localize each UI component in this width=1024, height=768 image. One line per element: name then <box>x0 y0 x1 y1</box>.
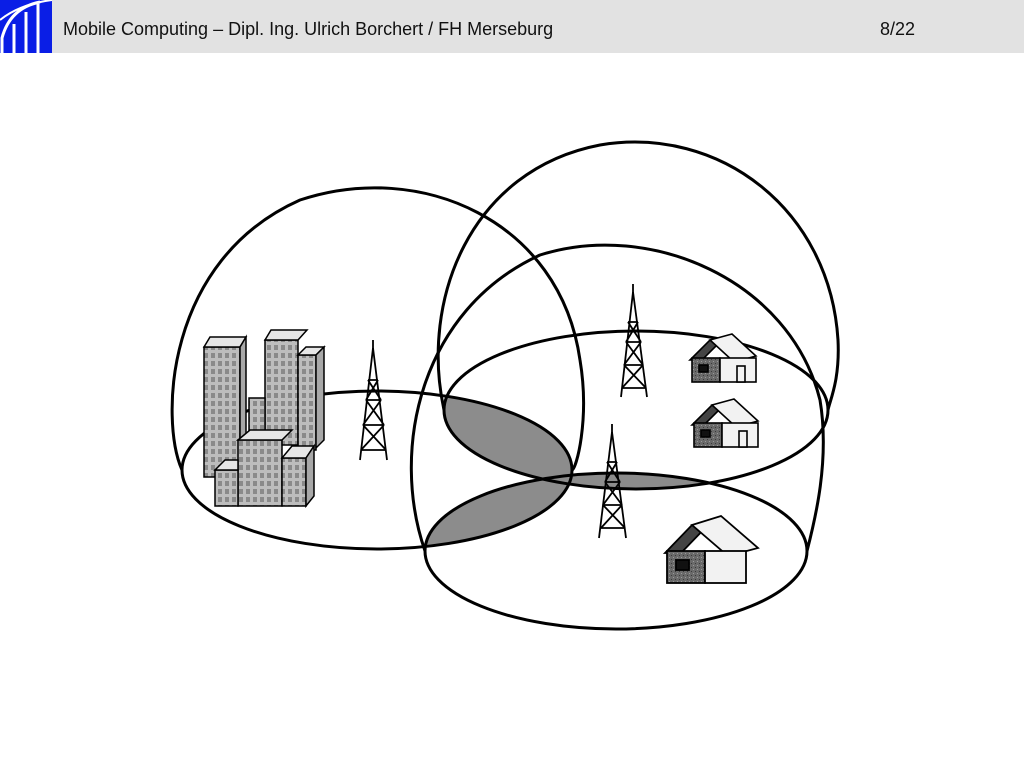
house-icon-top <box>688 333 758 383</box>
house-icon-middle <box>690 398 760 448</box>
radio-tower-icon-top <box>620 284 648 398</box>
house-icon-bottom <box>662 514 760 584</box>
page-number: 8/22 <box>880 19 916 39</box>
coverage-domes <box>170 140 840 552</box>
slide-title: Mobile Computing – Dipl. Ing. Ulrich Bor… <box>63 19 554 39</box>
logo-arcs-icon <box>0 0 53 53</box>
cell-coverage-diagram <box>170 140 840 631</box>
coverage-dome-left <box>170 186 586 472</box>
radio-tower-icon-left <box>359 340 388 461</box>
slide-header: Mobile Computing – Dipl. Ing. Ulrich Bor… <box>0 0 1024 53</box>
coverage-dome-bottom <box>409 243 825 552</box>
office-buildings-icon <box>202 329 326 509</box>
radio-tower-icon-bottom <box>598 424 627 539</box>
university-logo <box>0 0 53 53</box>
coverage-dome-right <box>436 140 840 411</box>
overlap-regions <box>425 391 807 549</box>
